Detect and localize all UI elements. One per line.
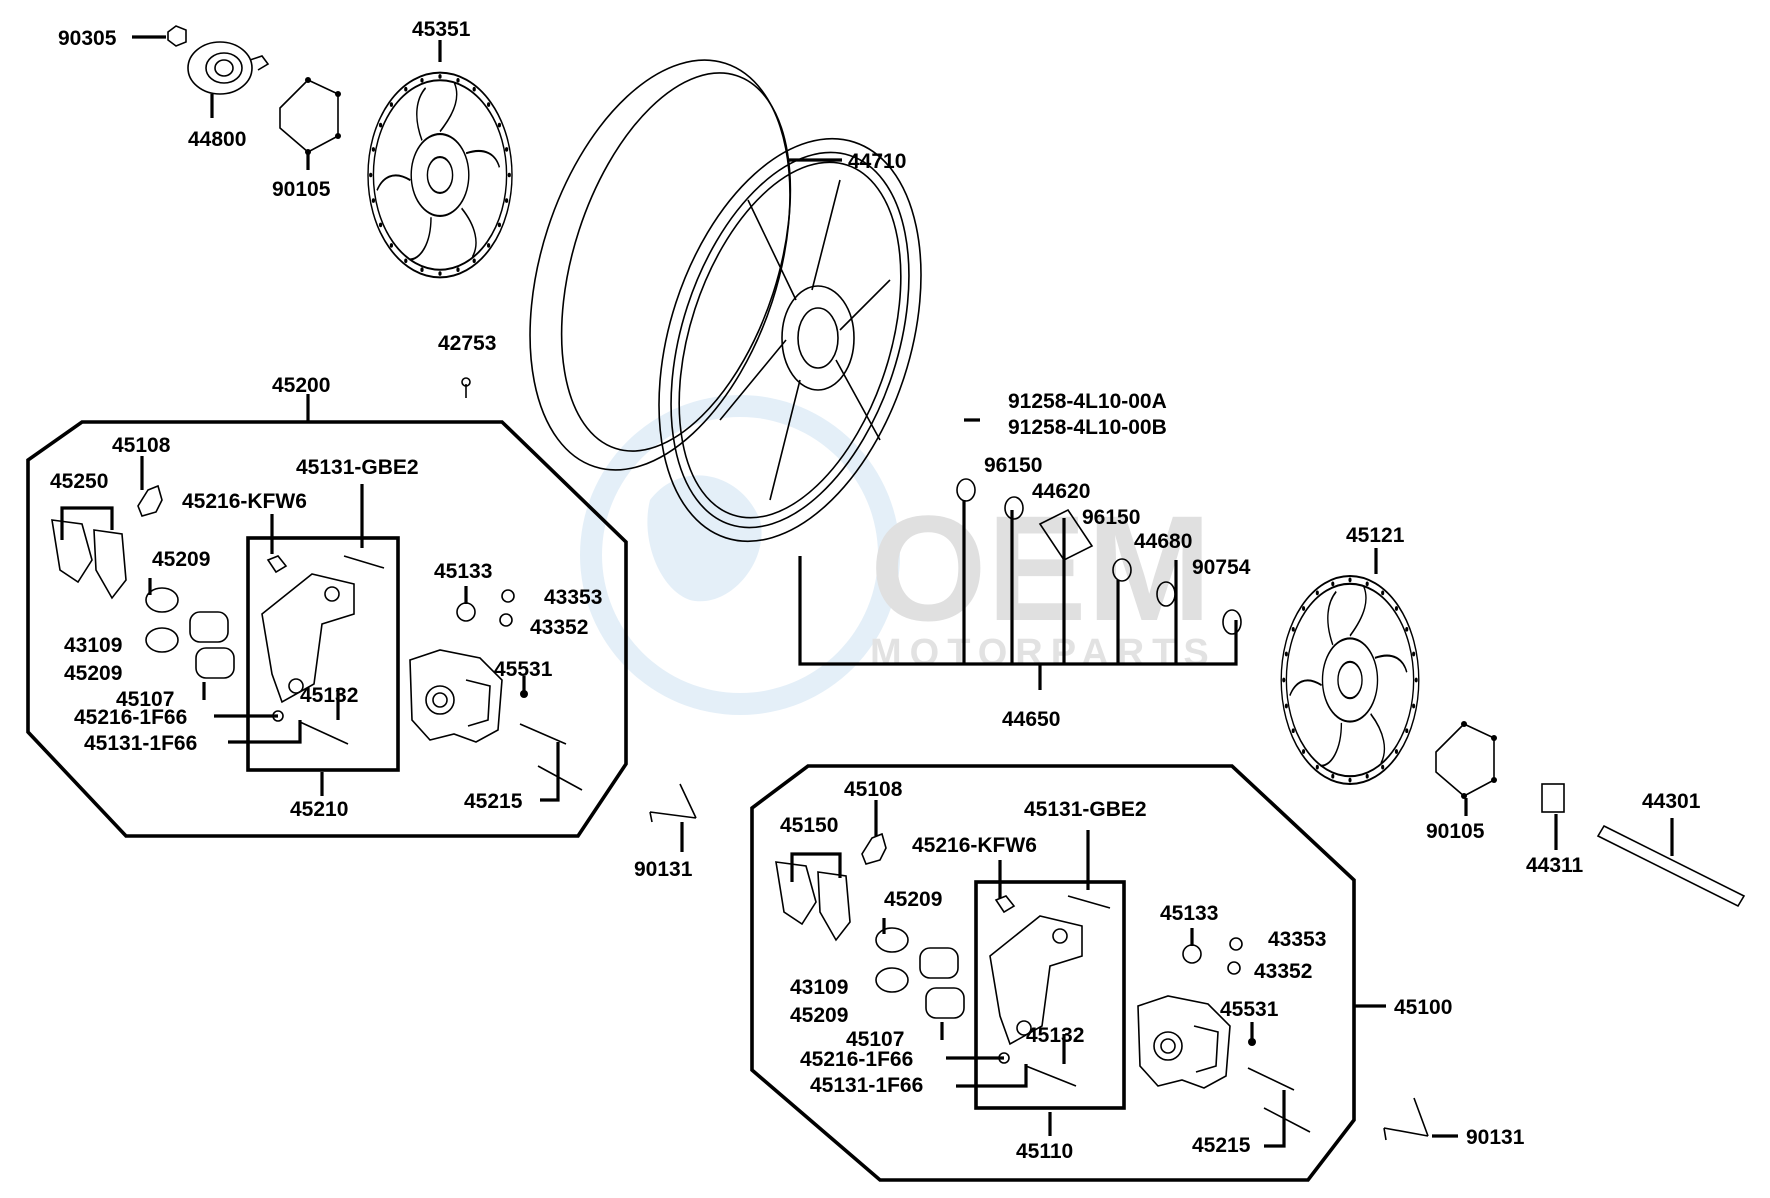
label-45150: 45150 bbox=[780, 814, 838, 837]
part-96150-seal-a bbox=[956, 478, 976, 502]
label-45215-a: 45215 bbox=[464, 790, 523, 813]
label-96150-a: 96150 bbox=[984, 454, 1042, 477]
part-45121-brake-disc bbox=[1280, 574, 1420, 786]
label-43109-b: 43109 bbox=[790, 976, 848, 999]
label-45131-gbe2-b: 45131-GBE2 bbox=[1024, 798, 1147, 821]
label-45209-a2: 45209 bbox=[64, 662, 122, 685]
label-90105-rear: 90105 bbox=[1426, 820, 1485, 843]
label-43352-a: 43352 bbox=[530, 616, 588, 639]
label-45100: 45100 bbox=[1394, 996, 1452, 1019]
label-96150-b: 96150 bbox=[1082, 506, 1140, 529]
leader-44650 bbox=[798, 418, 1238, 690]
label-45133-b: 45133 bbox=[1160, 902, 1218, 925]
part-90105-bolt-set-top bbox=[279, 76, 342, 156]
part-90131-bolt-b bbox=[1383, 1097, 1458, 1141]
label-44680: 44680 bbox=[1134, 530, 1192, 553]
label-44650: 44650 bbox=[1002, 708, 1060, 731]
watermark-tagline: MOTORPARTS bbox=[870, 632, 1217, 674]
label-43109-a: 43109 bbox=[64, 634, 122, 657]
label-45107-a: 45107 bbox=[116, 688, 174, 711]
label-45121: 45121 bbox=[1346, 524, 1405, 547]
group-45200-caliper-assy bbox=[26, 394, 628, 838]
label-45132-b: 45132 bbox=[1026, 1024, 1084, 1047]
part-45351-brake-disc bbox=[366, 71, 514, 279]
group-45100-caliper-assy bbox=[750, 764, 1386, 1182]
part-44650-wheel-rim bbox=[658, 137, 922, 543]
part-96150-bearing-left bbox=[1004, 496, 1024, 520]
part-90105-bolt-set-rear bbox=[1435, 720, 1498, 800]
watermark-brand: OEM bbox=[870, 484, 1212, 652]
label-44301: 44301 bbox=[1642, 790, 1701, 813]
label-45216-kfw6-b: 45216-KFW6 bbox=[912, 834, 1037, 857]
label-45110: 45110 bbox=[1016, 1140, 1073, 1163]
label-44620: 44620 bbox=[1032, 480, 1090, 503]
label-45108-a: 45108 bbox=[112, 434, 171, 457]
label-45108-b: 45108 bbox=[844, 778, 903, 801]
label-45216-1f66-b: 45216-1F66 bbox=[800, 1048, 913, 1071]
label-44800: 44800 bbox=[188, 128, 246, 151]
part-labels: 90305 44800 90105 45351 44710 42753 4520… bbox=[50, 18, 1701, 1163]
label-45132-a: 45132 bbox=[300, 684, 358, 707]
label-45200: 45200 bbox=[272, 374, 330, 397]
label-90131-a: 90131 bbox=[634, 858, 693, 881]
label-45216-kfw6-a: 45216-KFW6 bbox=[182, 490, 307, 513]
label-45531-a: 45531 bbox=[494, 658, 553, 681]
label-45209-b2: 45209 bbox=[790, 1004, 848, 1027]
part-44680-retainer bbox=[1156, 581, 1176, 607]
label-91258-4l10-00b: 91258-4L10-00B bbox=[1008, 416, 1167, 439]
label-45131-gbe2-a: 45131-GBE2 bbox=[296, 456, 419, 479]
label-43353-b: 43353 bbox=[1268, 928, 1326, 951]
label-45107-b: 45107 bbox=[846, 1028, 904, 1051]
label-45531-b: 45531 bbox=[1220, 998, 1279, 1021]
label-44311: 44311 bbox=[1526, 854, 1584, 877]
label-45209-b1: 45209 bbox=[884, 888, 942, 911]
part-44800-gear-box bbox=[187, 41, 270, 118]
label-43352-b: 43352 bbox=[1254, 960, 1312, 983]
part-44710-tire bbox=[529, 59, 842, 471]
watermark: OEM MOTORPARTS bbox=[580, 395, 1217, 715]
label-42753: 42753 bbox=[438, 332, 496, 355]
label-45250: 45250 bbox=[50, 470, 108, 493]
label-45210: 45210 bbox=[290, 798, 348, 821]
label-45209-a1: 45209 bbox=[152, 548, 210, 571]
part-44620-collar bbox=[1038, 508, 1094, 562]
part-90754-seal-b bbox=[1222, 609, 1242, 635]
label-45216-1f66-a: 45216-1F66 bbox=[74, 706, 187, 729]
part-42753-bolt bbox=[461, 377, 471, 398]
label-91258-4l10-00a: 91258-4L10-00A bbox=[1008, 390, 1167, 413]
label-90105-top: 90105 bbox=[272, 178, 331, 201]
part-90131-bolt-a bbox=[649, 783, 697, 852]
label-90754: 90754 bbox=[1192, 556, 1251, 579]
part-44301-axle bbox=[1596, 818, 1746, 908]
label-44710: 44710 bbox=[848, 150, 906, 173]
label-45131-1f66-a: 45131-1F66 bbox=[84, 732, 197, 755]
label-45133-a: 45133 bbox=[434, 560, 492, 583]
part-96150-bearing-right bbox=[1112, 558, 1132, 582]
label-90131-b: 90131 bbox=[1466, 1126, 1525, 1149]
part-90305-nut bbox=[132, 25, 187, 47]
label-90305: 90305 bbox=[58, 27, 117, 50]
label-45131-1f66-b: 45131-1F66 bbox=[810, 1074, 923, 1097]
part-44311-collar bbox=[1541, 783, 1565, 850]
label-45351: 45351 bbox=[412, 18, 471, 41]
label-45215-b: 45215 bbox=[1192, 1134, 1251, 1157]
label-43353-a: 43353 bbox=[544, 586, 602, 609]
